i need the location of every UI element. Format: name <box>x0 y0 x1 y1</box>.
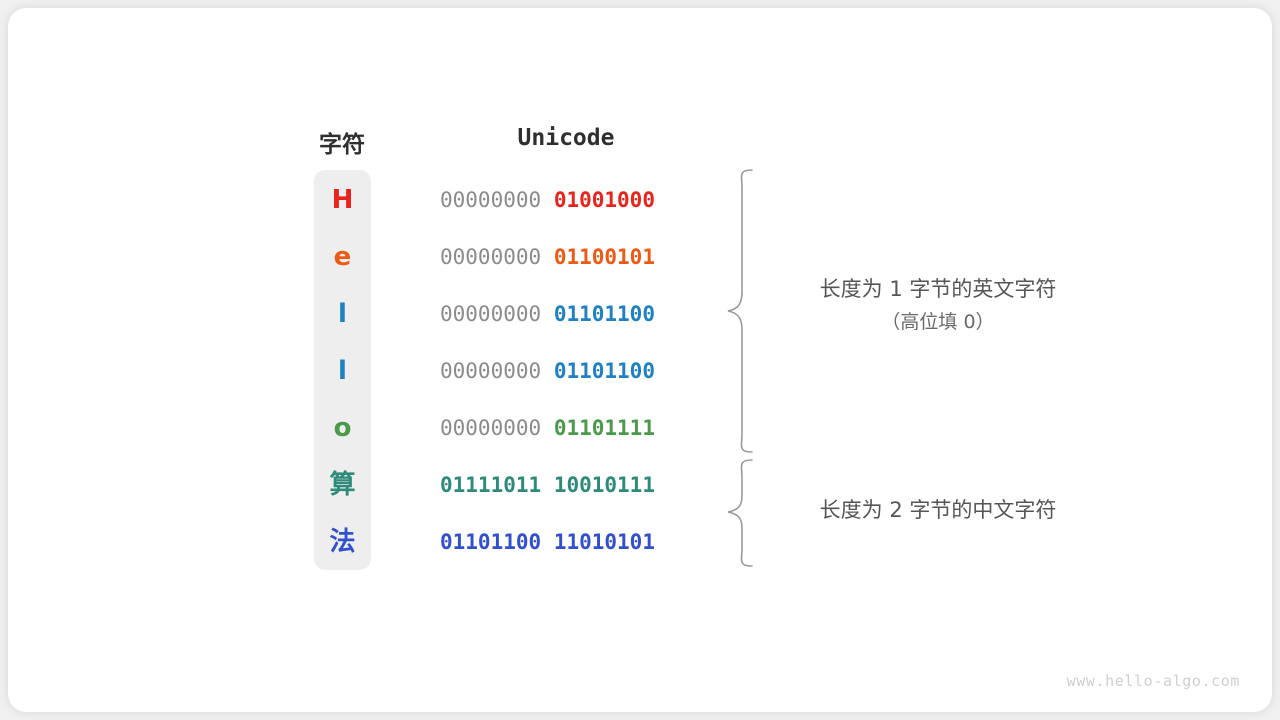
unicode-high-byte: 00000000 <box>440 359 542 383</box>
unicode-binary-row: 00000000 01100101 <box>440 237 692 277</box>
character-cell: l <box>338 299 347 329</box>
byte-separator <box>541 473 554 497</box>
unicode-low-byte: 01100101 <box>553 245 655 269</box>
brace-one-byte <box>727 169 753 453</box>
character-cell: o <box>333 413 352 443</box>
column-header-character: 字符 <box>319 132 365 158</box>
unicode-low-byte: 01101100 <box>553 359 655 383</box>
byte-separator <box>541 416 554 440</box>
byte-separator <box>541 359 554 383</box>
character-cell: e <box>333 242 352 272</box>
character-column-background <box>314 170 371 570</box>
byte-separator <box>541 188 554 212</box>
unicode-low-byte: 10010111 <box>553 473 655 497</box>
unicode-binary-row: 00000000 01101100 <box>440 294 692 334</box>
unicode-binary-row: 01111011 10010111 <box>440 465 692 505</box>
unicode-high-byte: 01111011 <box>440 473 542 497</box>
annotation-two-byte-line1: 长度为 2 字节的中文字符 <box>819 498 1057 522</box>
character-cell: 算 <box>329 470 356 500</box>
annotation-one-byte-line1: 长度为 1 字节的英文字符 <box>819 277 1057 301</box>
unicode-low-byte: 01001000 <box>553 188 655 212</box>
character-cell: 法 <box>329 527 356 557</box>
unicode-binary-row: 00000000 01101111 <box>440 408 692 448</box>
byte-separator <box>541 302 554 326</box>
unicode-high-byte: 00000000 <box>440 416 542 440</box>
unicode-binary-row: 00000000 01101100 <box>440 351 692 391</box>
unicode-low-byte: 11010101 <box>553 530 655 554</box>
annotation-two-byte: 长度为 2 字节的中文字符 <box>778 493 1098 527</box>
byte-separator <box>541 530 554 554</box>
unicode-binary-row: 01101100 11010101 <box>440 522 692 562</box>
diagram-card: 字符 Unicode H 00000000 01001000 e 00000000 0… <box>8 8 1272 712</box>
unicode-high-byte: 00000000 <box>440 302 542 326</box>
annotation-one-byte-line2: （高位填 0） <box>881 311 995 333</box>
annotation-one-byte: 长度为 1 字节的英文字符 （高位填 0） <box>778 272 1098 338</box>
byte-separator <box>541 245 554 269</box>
character-cell: l <box>338 356 347 386</box>
brace-two-byte <box>727 459 753 567</box>
unicode-high-byte: 00000000 <box>440 188 542 212</box>
watermark-url: www.hello-algo.com <box>1066 672 1240 690</box>
unicode-binary-row: 00000000 01001000 <box>440 180 692 220</box>
column-header-unicode: Unicode <box>517 125 615 151</box>
unicode-low-byte: 01101100 <box>553 302 655 326</box>
unicode-low-byte: 01101111 <box>553 416 655 440</box>
unicode-high-byte: 00000000 <box>440 245 542 269</box>
unicode-high-byte: 01101100 <box>440 530 542 554</box>
character-cell: H <box>331 185 354 215</box>
